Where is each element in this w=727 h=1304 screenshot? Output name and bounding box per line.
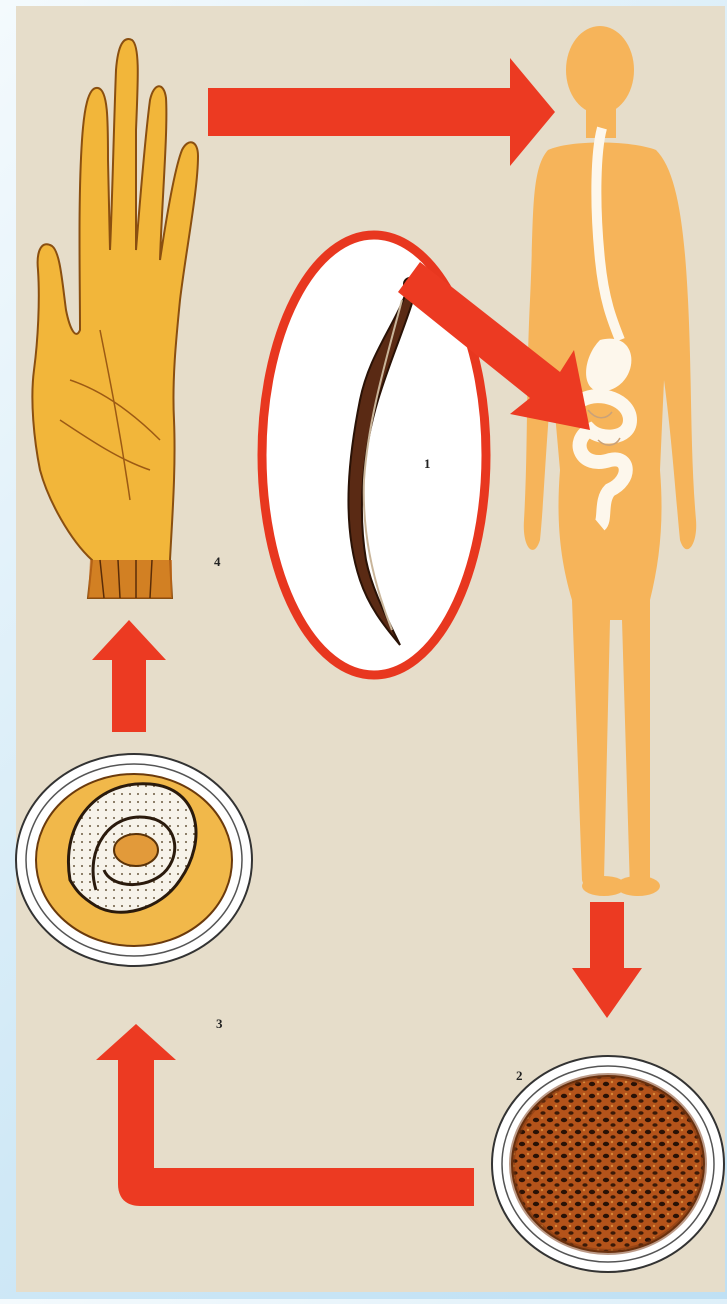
egg-icon bbox=[16, 754, 252, 966]
label-4: 4 bbox=[214, 554, 221, 569]
label-2: 2 bbox=[516, 1068, 523, 1083]
egg-icon bbox=[492, 1056, 724, 1272]
label-3: 3 bbox=[216, 1016, 223, 1031]
label-1: 1 bbox=[424, 456, 431, 471]
